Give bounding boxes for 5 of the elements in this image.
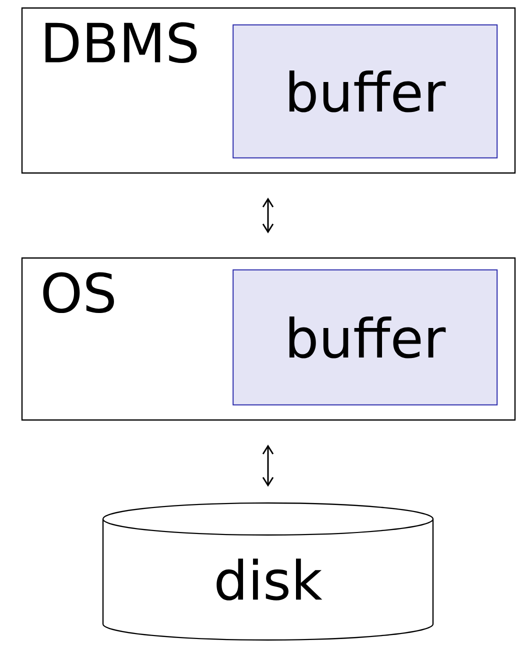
buffer-box: buffer [232, 269, 498, 406]
disk-cylinder: disk [102, 502, 434, 641]
double-arrow [262, 444, 274, 487]
double-arrow [262, 198, 274, 234]
buffer-box: buffer [232, 24, 498, 158]
